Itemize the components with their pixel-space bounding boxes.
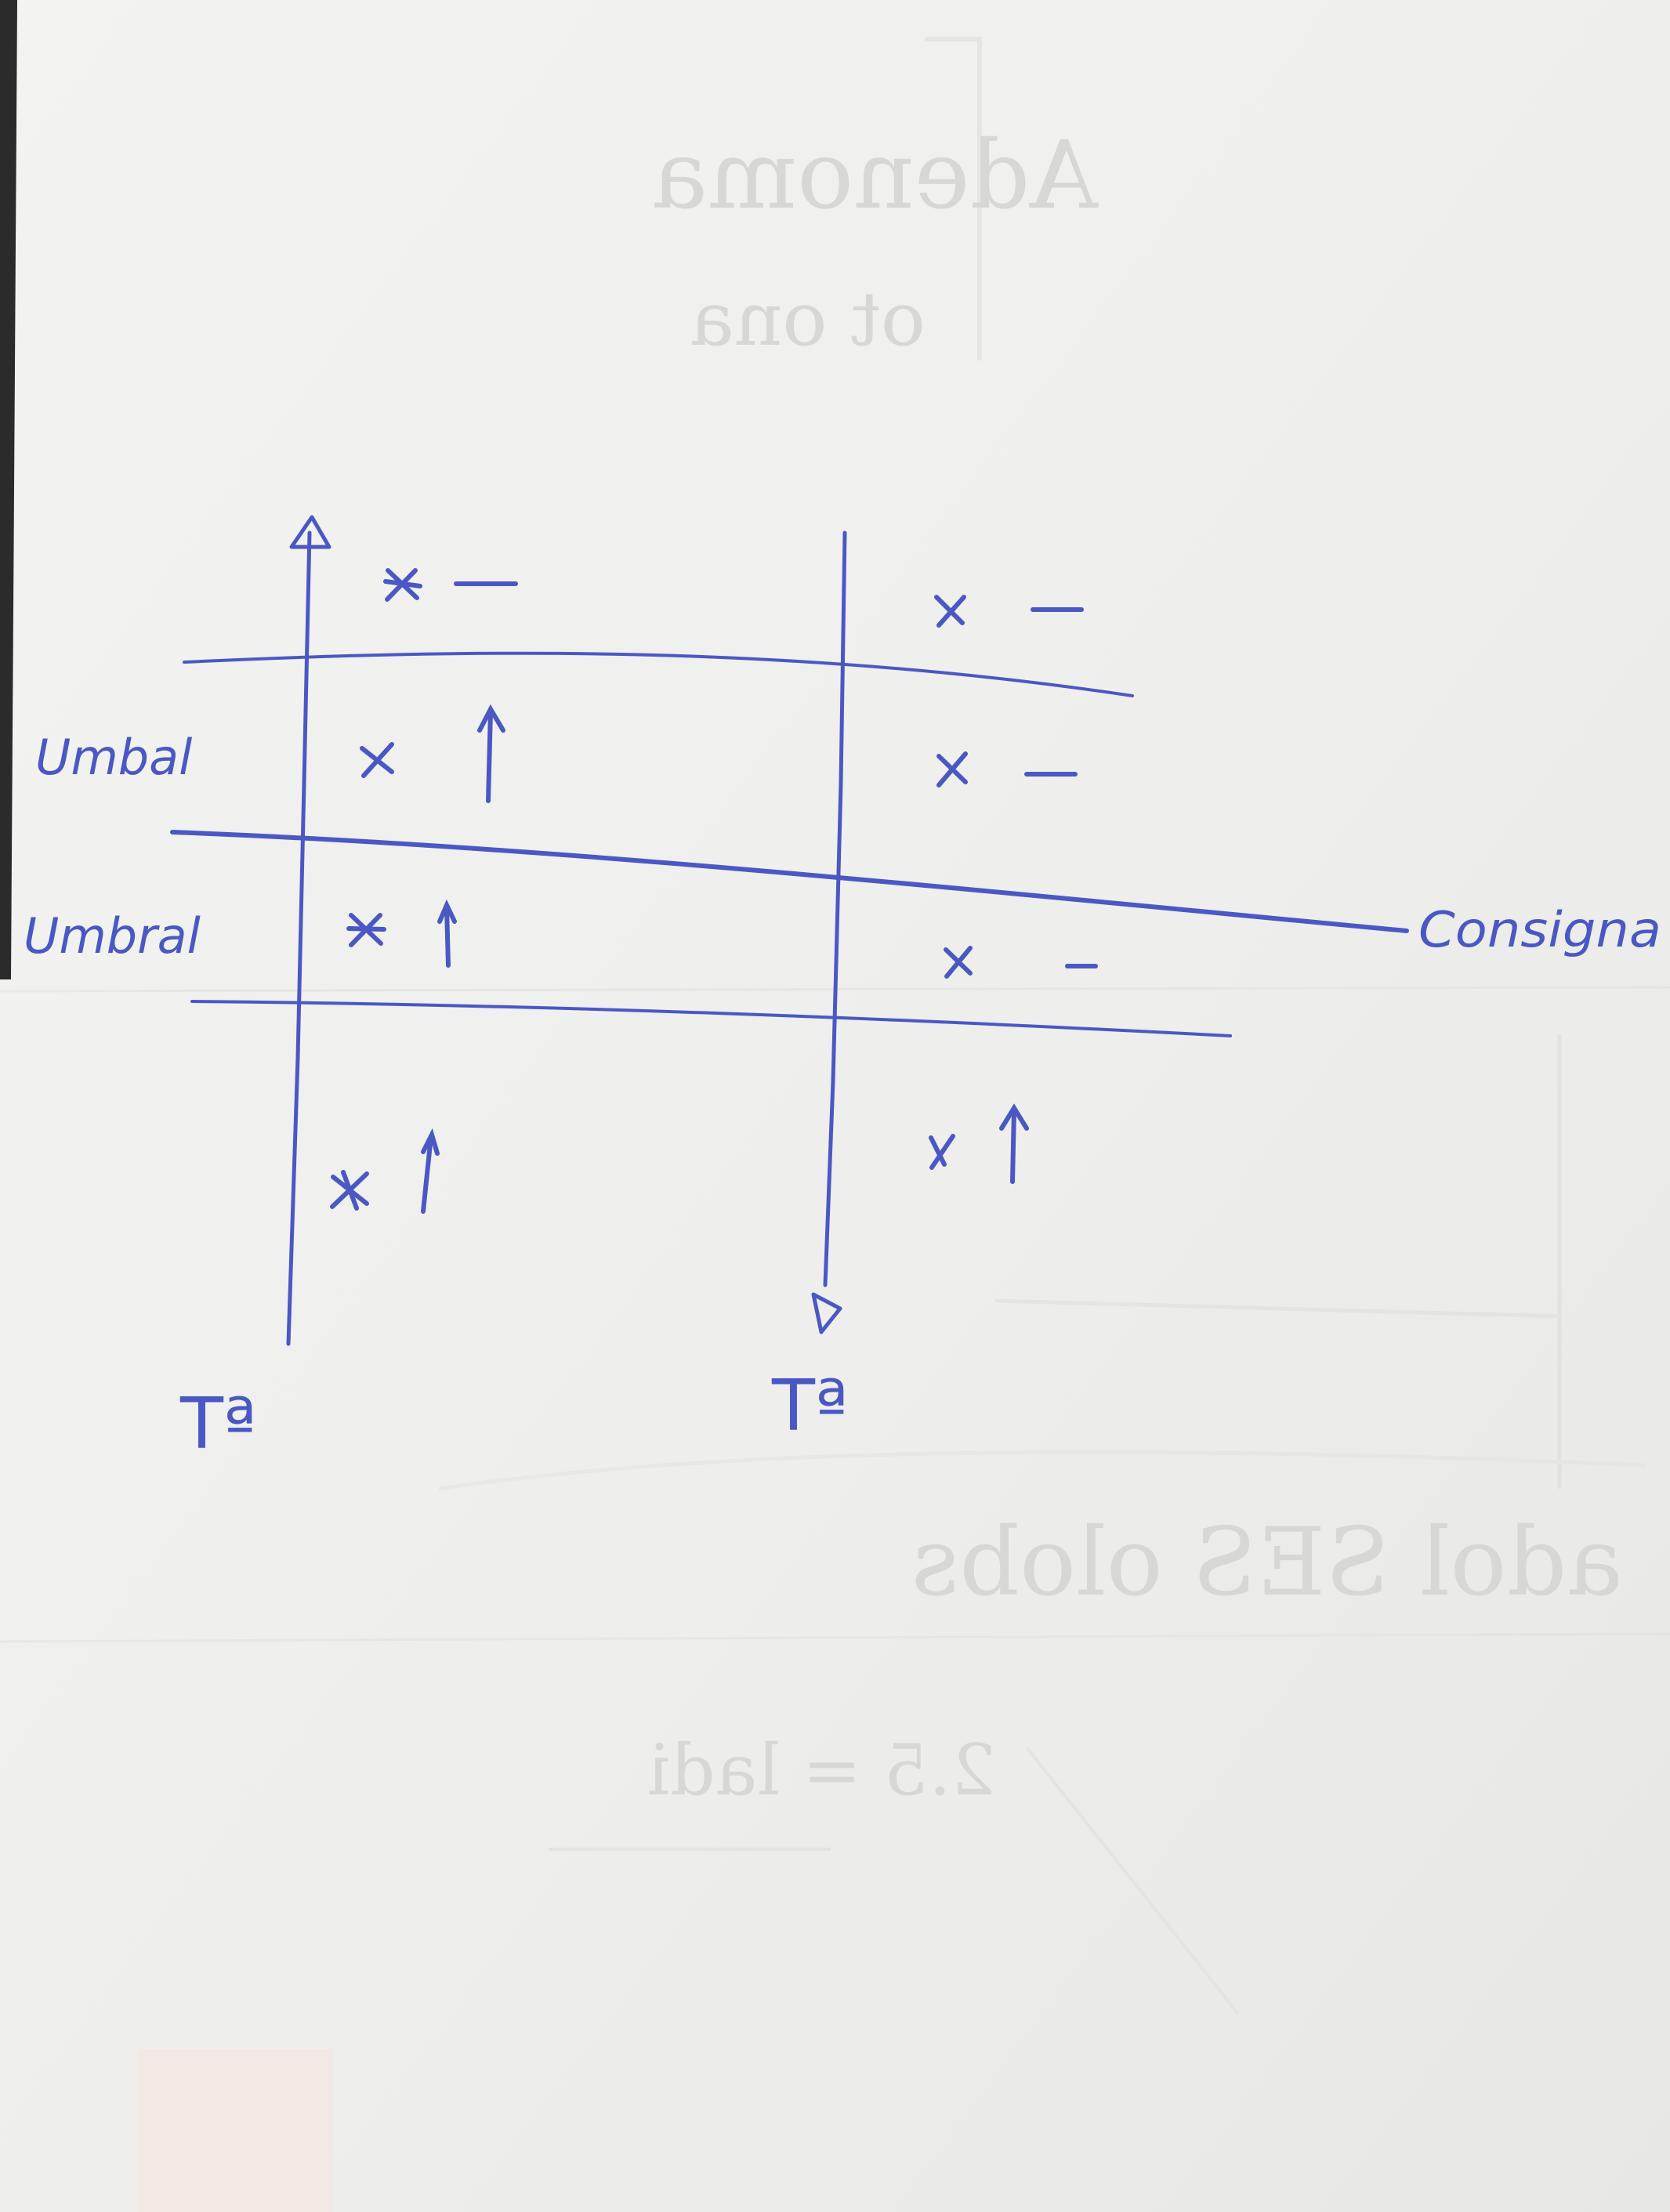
right-cross-3	[944, 946, 973, 979]
right-axis-arrowhead	[811, 1292, 842, 1334]
label-umbral-top: Umbal	[35, 729, 192, 786]
label-umbral-bottom: Umbral	[24, 907, 201, 965]
left-arrow-up-2	[437, 899, 457, 968]
left-cross-4	[330, 1170, 369, 1211]
right-cross-1	[934, 595, 966, 628]
left-cross-2	[360, 742, 394, 778]
show-through-text-4: 2.5 = ladi	[647, 1729, 996, 1812]
right-arrow-up	[999, 1103, 1029, 1184]
show-through-marks	[0, 37, 1670, 2015]
upper-threshold-line	[183, 651, 1134, 697]
left-arrow-up-1	[477, 704, 505, 803]
left-cross-3	[346, 913, 386, 947]
left-axis-arrowhead	[289, 515, 331, 549]
right-cross-2	[936, 751, 968, 787]
lower-threshold-line	[190, 1000, 1232, 1037]
show-through-text-1: Adenoma	[652, 121, 1099, 230]
left-arrow-up-3	[421, 1128, 440, 1214]
label-axis-right: Tª	[771, 1365, 848, 1447]
right-cross-4	[929, 1134, 955, 1170]
label-consigna: Consigna	[1418, 901, 1661, 958]
left-cross-1	[383, 568, 422, 602]
paper-corner-stain	[137, 2049, 333, 2212]
right-axis-line	[823, 530, 847, 1287]
show-through-text-3: adol SES olobs	[911, 1508, 1623, 1617]
setpoint-line	[170, 830, 1409, 933]
show-through-text-2: ot ona	[690, 277, 926, 363]
label-axis-left: Tª	[179, 1383, 256, 1465]
